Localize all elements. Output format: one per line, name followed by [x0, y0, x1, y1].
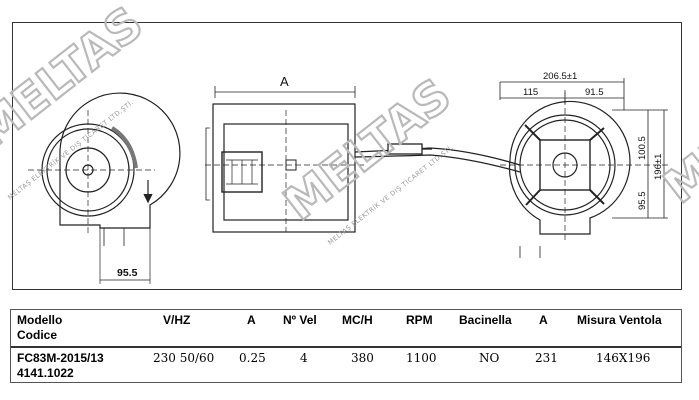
header-a2: A — [539, 313, 548, 327]
spec-table: Modello Codice V/HZ A Nº Vel MC/H RPM Ba… — [10, 309, 682, 383]
table-row: FC83M-2015/13 4141.1022 230 50/60 0.25 4… — [11, 348, 681, 384]
middle-side-view — [205, 86, 365, 233]
watermark-brand-left: MELTAS — [0, 0, 153, 159]
header-speeds: Nº Vel — [283, 313, 317, 327]
dim-height: 196±1 — [653, 154, 664, 180]
header-tray: Bacinella — [459, 313, 512, 327]
technical-drawing: 95.5 A — [0, 0, 699, 284]
cell-fan-size: 146X196 — [596, 351, 651, 365]
dim-lower: 95.5 — [637, 192, 648, 211]
watermark-brand-right: MELTAS — [654, 51, 699, 214]
header-rpm: RPM — [406, 313, 433, 327]
dim-right-part: 91.5 — [585, 87, 604, 98]
header-mch: MC/H — [342, 313, 373, 327]
header-model: Modello — [17, 313, 63, 327]
cell-speeds: 4 — [300, 351, 308, 365]
left-front-view — [28, 92, 181, 284]
right-back-view — [500, 90, 670, 258]
cell-mch: 380 — [351, 351, 374, 365]
cell-amp: 0.25 — [239, 351, 266, 365]
header-amp: A — [247, 313, 256, 327]
cell-model: FC83M-2015/13 — [17, 351, 104, 365]
dim-width-a: A — [280, 74, 289, 89]
cell-code: 4141.1022 — [17, 366, 74, 380]
header-fan-size: Misura Ventola — [577, 313, 662, 327]
dim-upper: 100.5 — [637, 136, 648, 160]
cell-vhz: 230 50/60 — [153, 351, 215, 365]
cell-tray: NO — [479, 351, 500, 365]
right-dimension-lines — [499, 78, 668, 219]
header-vhz: V/HZ — [163, 313, 191, 327]
dim-overall: 206.5±1 — [543, 71, 577, 82]
watermark: MELTAS MELTAS MELTAS MELTAŞ ELEKTRİK VE … — [0, 0, 699, 247]
dim-base-offset: 95.5 — [117, 267, 138, 279]
table-header-row: Modello Codice V/HZ A Nº Vel MC/H RPM Ba… — [11, 310, 681, 348]
cables — [354, 143, 521, 173]
cell-rpm: 1100 — [406, 351, 437, 365]
dim-left-part: 115 — [523, 87, 538, 98]
header-code: Codice — [17, 328, 58, 342]
cell-a2: 231 — [535, 351, 558, 365]
